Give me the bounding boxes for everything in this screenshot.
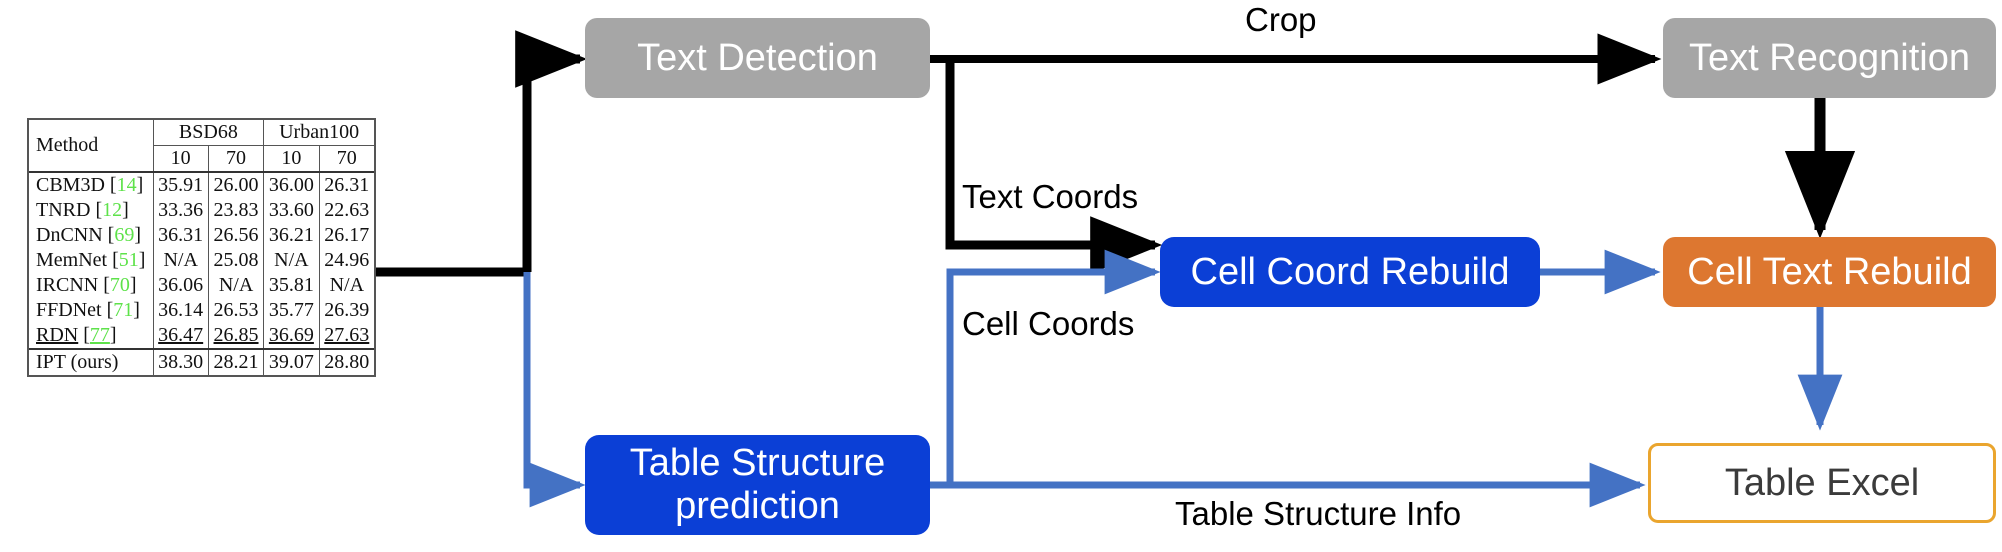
cell-value: 27.63 [318, 323, 374, 349]
cell-method: CBM3D [14] [29, 171, 153, 198]
cell-method: IPT (ours) [29, 348, 153, 375]
subheader-bsd68-70: 70 [207, 145, 264, 172]
citation-reference: 70 [109, 274, 130, 296]
edge-label-table-structure-info: Table Structure Info [1175, 495, 1462, 532]
cell-value: 36.00 [263, 171, 320, 198]
cell-value: N/A [263, 248, 320, 273]
cell-value: 33.36 [152, 198, 209, 223]
node-cell-text-rebuild[interactable]: Cell Text Rebuild [1663, 237, 1996, 307]
table-subheader-row: 10 70 10 70 [29, 145, 374, 172]
edge-label-text-coords: Text Coords [962, 178, 1139, 215]
node-cell-coord-rebuild[interactable]: Cell Coord Rebuild [1160, 237, 1540, 307]
citation-reference: 69 [114, 224, 135, 246]
node-text-recognition[interactable]: Text Recognition [1663, 18, 1996, 98]
node-table-excel[interactable]: Table Excel [1648, 443, 1996, 523]
cell-value: 36.69 [263, 323, 320, 349]
cell-value: 25.08 [207, 248, 264, 273]
cell-value: 36.47 [152, 323, 209, 349]
cell-method: TNRD [12] [36, 199, 129, 221]
cell-value: 35.91 [152, 171, 209, 198]
edge-cell-coords-to-cell-coord-rebuild [946, 249, 1161, 485]
edge-text-coords-to-cell-coord-rebuild [945, 59, 1163, 274]
cell-value: 39.07 [263, 348, 320, 375]
cell-value: 26.00 [207, 171, 264, 198]
cell-value: 28.21 [207, 348, 264, 375]
cell-value: 26.56 [207, 223, 264, 248]
cell-value: 26.17 [318, 223, 374, 248]
cell-value: 35.77 [263, 298, 320, 323]
subheader-urban100-10: 10 [263, 145, 320, 172]
cell-value: 35.81 [263, 273, 320, 298]
node-text-detection[interactable]: Text Detection [585, 18, 930, 98]
citation-reference: 51 [118, 249, 139, 271]
citation-reference: 14 [116, 174, 137, 196]
cell-value: 26.39 [318, 298, 374, 323]
table-head: Method BSD68 Urban100 10 70 10 70 [29, 120, 374, 172]
subheader-bsd68-10: 10 [152, 145, 209, 172]
cell-value: 36.31 [152, 223, 209, 248]
edge-label-cell-coords: Cell Coords [962, 305, 1135, 342]
cell-value: 24.96 [318, 248, 374, 273]
cell-value: 28.80 [318, 348, 374, 375]
cell-value: 26.53 [207, 298, 264, 323]
cell-value: 33.60 [263, 198, 320, 223]
cell-value: N/A [207, 273, 264, 298]
cell-value: 26.85 [207, 323, 264, 349]
cell-method: DnCNN [69] [36, 224, 142, 246]
edge-label-crop: Crop [1245, 1, 1317, 38]
cell-value: N/A [152, 248, 209, 273]
cell-value: 38.30 [152, 348, 209, 375]
node-table-structure-prediction[interactable]: Table Structure prediction [585, 435, 930, 535]
edge-trunk-to-table-structure [523, 272, 586, 508]
results-table: Method BSD68 Urban100 10 70 10 70 CBM3D … [29, 120, 374, 375]
header-group-bsd68: BSD68 [152, 120, 264, 146]
citation-reference: 71 [113, 299, 134, 321]
cell-value: 23.83 [207, 198, 264, 223]
header-method: Method [36, 134, 99, 156]
cell-method: IRCNN [70] [36, 274, 137, 296]
citation-reference: 77 [89, 324, 110, 346]
header-group-urban100: Urban100 [263, 120, 374, 146]
cell-method: MemNet [51] [36, 249, 146, 271]
edge-trunk-to-text-detection [515, 30, 588, 272]
cell-value: 36.06 [152, 273, 209, 298]
cell-value: N/A [318, 273, 374, 298]
source-table-figure: Method BSD68 Urban100 10 70 10 70 CBM3D … [27, 118, 376, 377]
cell-method: RDN [77] [36, 324, 117, 346]
cell-value: 36.21 [263, 223, 320, 248]
subheader-urban100-70: 70 [318, 145, 374, 172]
citation-reference: 12 [102, 199, 123, 221]
cell-value: 22.63 [318, 198, 374, 223]
cell-method: FFDNet [71] [36, 299, 140, 321]
cell-value: 26.31 [318, 171, 374, 198]
table-header-group-row: Method BSD68 Urban100 [29, 120, 374, 156]
cell-value: 36.14 [152, 298, 209, 323]
